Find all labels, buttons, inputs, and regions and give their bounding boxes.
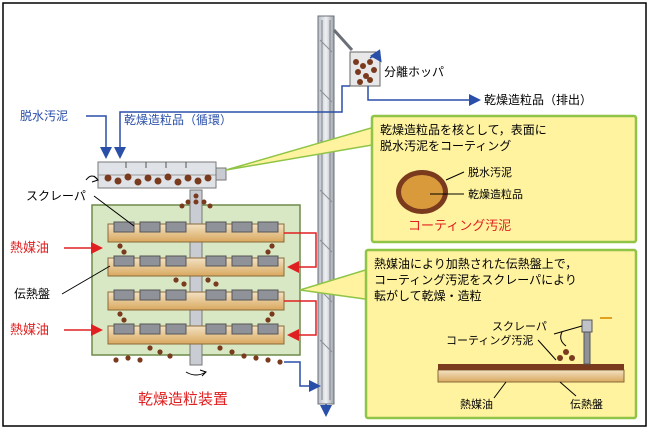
separation-hopper-label: 分離ホッパ: [384, 65, 444, 79]
heat-oil-label-top: 熱媒油: [10, 241, 49, 256]
scraper-label: スクレーパ: [26, 189, 86, 203]
rolling-illustration: [437, 317, 625, 399]
dewatered-sludge-label: 脱水汚泥: [20, 108, 68, 123]
feed-screw: [85, 161, 227, 189]
heat-plates: [107, 221, 285, 345]
discharge-arrow: [367, 86, 481, 106]
callout-top-pointer: [225, 125, 379, 171]
discharge-product-label: 乾燥造粒品（排出）: [484, 92, 592, 107]
callout-bottom-line2: コーティング汚泥をスクレーパにより: [374, 273, 577, 287]
heat-plate-leader: [61, 265, 111, 295]
bucket-elevator: [317, 15, 354, 405]
callout-bottom-pointer: [299, 266, 373, 301]
callout-bottom-label-coating: コーティング汚泥: [446, 333, 533, 347]
callout-bottom-label-plate: 伝熱盤: [570, 398, 603, 411]
pellet-flow: [113, 243, 283, 365]
callout-bottom-line3: 転がして乾燥・造粒: [374, 288, 482, 303]
callout-top-label-coating: コーティング汚泥: [408, 219, 511, 234]
callout-top-label-sludge: 脱水汚泥: [468, 165, 512, 179]
callout-bottom-line1: 熱媒油により加熱された伝熱盤上で，: [374, 257, 577, 271]
drive-icon: [185, 371, 207, 376]
recycle-product-label: 乾燥造粒品（循環）: [124, 112, 232, 127]
callout-bottom-label-oil: 熱媒油: [460, 397, 493, 411]
apparatus-title: 乾燥造粒装置: [138, 390, 228, 408]
callout-top-line2: 脱水汚泥をコーティング: [380, 138, 511, 153]
callout-top-line1: 乾燥造粒品を核として，表面に: [380, 122, 547, 137]
outlet-arrow: [284, 361, 321, 392]
callout-bottom-label-scraper: スクレーパ: [492, 320, 547, 333]
outer-frame: [2, 2, 647, 427]
separation-hopper: [349, 49, 382, 87]
scraper-leader: [93, 195, 135, 227]
coated-granule-illustration: [396, 170, 465, 214]
callout-top: [370, 114, 638, 244]
heat-oil-label-bottom: 熱媒油: [10, 323, 49, 338]
sludge-feed-arrow: [86, 115, 112, 159]
heat-plate-label: 伝熱盤: [14, 287, 50, 301]
callout-top-label-product: 乾燥造粒品: [468, 187, 523, 201]
oil-loops: [284, 232, 317, 341]
recycle-arrow: [114, 85, 350, 159]
